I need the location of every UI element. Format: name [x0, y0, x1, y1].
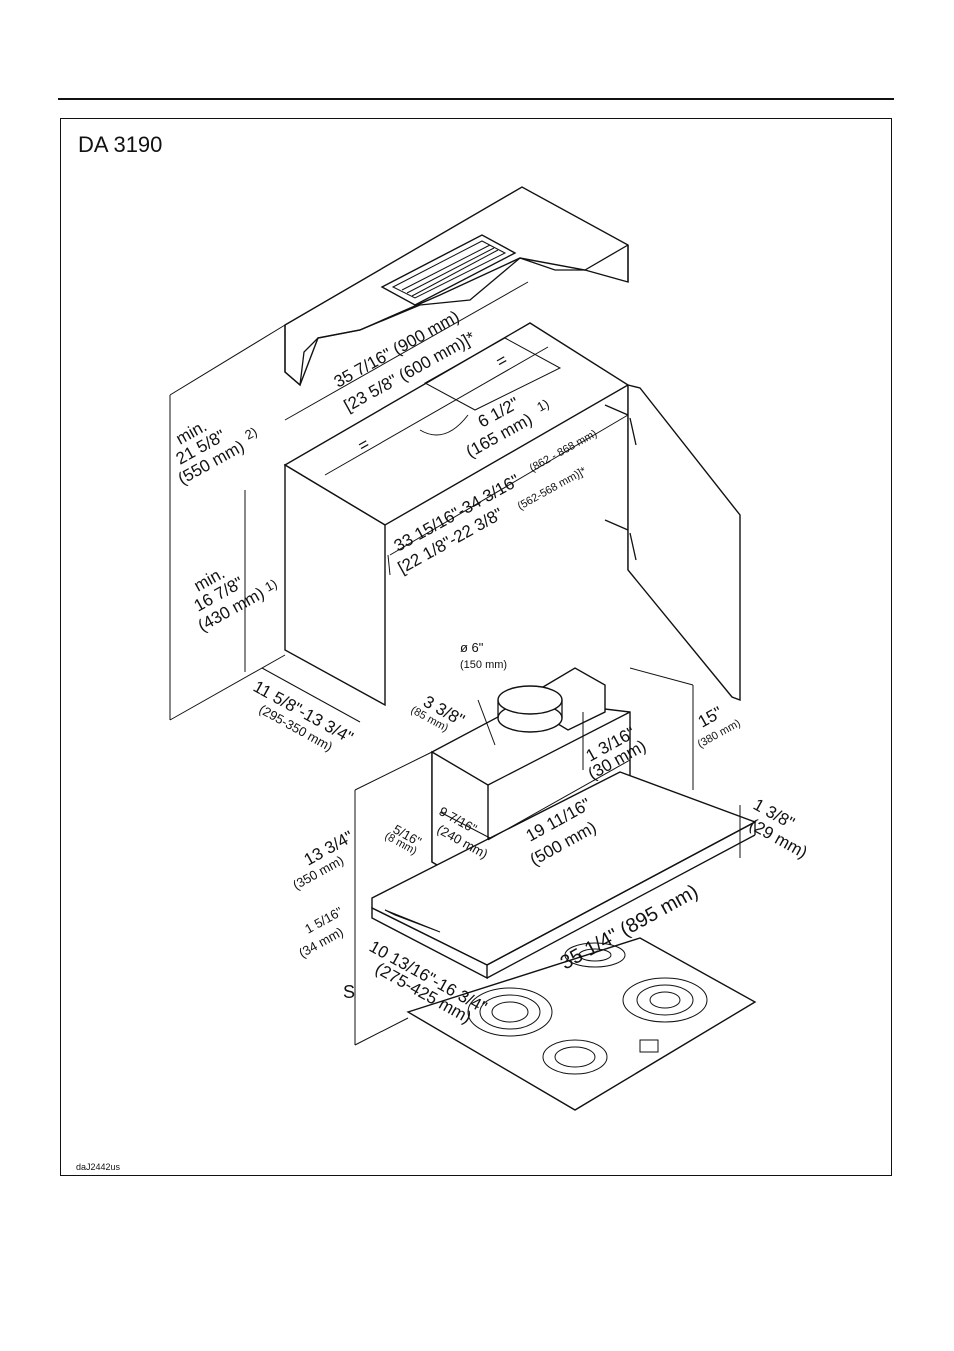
ceiling-vent — [380, 234, 517, 306]
upper-dimension-lines — [169, 281, 629, 723]
model-title: DA 3190 — [78, 132, 163, 157]
label-min-430-note: 1) — [262, 576, 279, 595]
cooktop — [406, 937, 757, 1111]
figure-frame — [60, 118, 892, 1176]
label-cab-width-b-mm: (562-568 mm)]* — [516, 465, 589, 513]
label-dia-mm: (150 mm) — [460, 659, 507, 671]
figure-code: daJ2442us — [76, 1162, 121, 1172]
label-min-550-note: 2) — [242, 424, 259, 443]
ceiling-slab — [284, 186, 629, 387]
upper-cabinet — [283, 322, 630, 707]
lower-dimension-lines — [354, 667, 741, 1046]
label-dia-in: ø 6" — [460, 640, 484, 655]
label-s: S — [343, 982, 355, 1002]
top-rule — [58, 98, 894, 100]
cabinet-door — [604, 384, 741, 702]
range-hood — [371, 667, 757, 980]
